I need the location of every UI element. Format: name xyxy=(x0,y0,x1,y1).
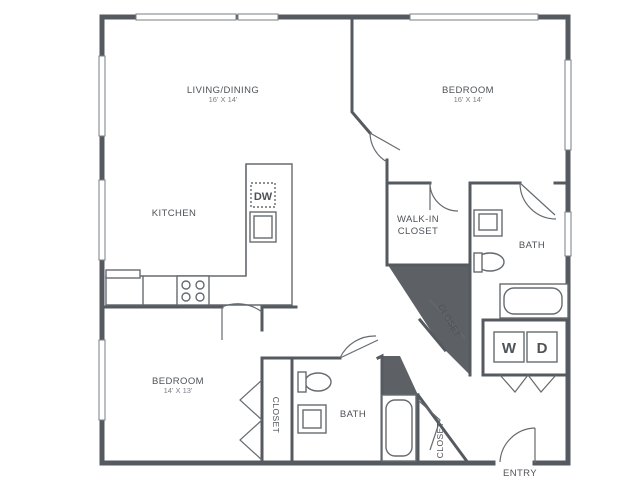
dishwasher-outline xyxy=(250,182,276,208)
window xyxy=(98,339,106,421)
dryer-box xyxy=(526,331,558,363)
window xyxy=(237,13,279,21)
burner-icon xyxy=(195,280,205,290)
bedroom-main-dimensions: 16' X 14' xyxy=(454,95,483,104)
burner-icon xyxy=(181,280,191,290)
door-bedroom-second xyxy=(221,303,263,340)
toilet-upper-tank xyxy=(473,252,483,273)
window xyxy=(135,13,237,21)
window xyxy=(564,59,572,151)
closet-bedroom-label: CLOSET xyxy=(271,397,281,433)
door-closet-entry xyxy=(417,399,441,451)
toilet-lower-tank xyxy=(297,371,307,393)
door-bath-lower xyxy=(339,335,379,359)
shaded-corridor-lower xyxy=(382,356,418,395)
walk-in-closet-label-line1: WALK-IN xyxy=(397,214,439,225)
dishwasher-label: DW xyxy=(254,191,273,203)
window xyxy=(564,211,572,257)
washer-box xyxy=(493,331,525,363)
door-walkin xyxy=(429,182,459,212)
toilet-lower xyxy=(304,372,332,392)
wall-bedroom-lower xyxy=(385,158,432,185)
bath-lower-label: BATH xyxy=(340,409,366,420)
bath-upper-label: BATH xyxy=(519,240,545,251)
wall-living-bedroom xyxy=(350,15,373,136)
bath-sink-lower-basin xyxy=(302,409,322,429)
dryer-label: D xyxy=(537,340,548,357)
bathtub-upper-inner xyxy=(503,287,563,315)
wall-entry-closet xyxy=(415,392,469,465)
window xyxy=(409,13,539,21)
closet-entry-label: CLOSET xyxy=(435,422,445,458)
living-dining-dimensions: 16' X 14' xyxy=(209,95,238,104)
wall-walkin-bottom xyxy=(385,181,472,267)
door-closet-bedroom xyxy=(239,379,263,461)
exterior-wall xyxy=(99,14,571,466)
bathtub-lower-inner xyxy=(385,399,413,457)
wall-laundry xyxy=(481,318,570,377)
burner-icon xyxy=(195,292,205,302)
window xyxy=(98,55,106,137)
bath-sink-upper-basin xyxy=(478,213,498,231)
door-bath-upper xyxy=(519,182,557,220)
door-closet-diagonal xyxy=(429,299,466,339)
bedroom-second-label: BEDROOM xyxy=(152,376,204,387)
kitchen-sink-basin xyxy=(253,215,273,239)
door-entry xyxy=(499,427,536,463)
burner-icon xyxy=(181,292,191,302)
fridge-space xyxy=(105,269,141,279)
washer-label: W xyxy=(502,340,517,357)
window xyxy=(98,179,106,261)
wall-diagonal-closet xyxy=(417,317,472,377)
kitchen-counter-inner xyxy=(142,164,247,305)
kitchen-label: KITCHEN xyxy=(152,208,197,219)
door-laundry xyxy=(499,374,557,393)
shaded-corridor-upper xyxy=(388,265,470,375)
door-bedroom-main xyxy=(369,132,401,163)
living-dining-label: LIVING/DINING xyxy=(187,85,259,96)
entry-label: ENTRY xyxy=(503,468,537,479)
bedroom-second-dimensions: 14' X 13' xyxy=(164,386,193,395)
stove xyxy=(176,275,210,306)
walk-in-closet-label-line2: CLOSET xyxy=(398,226,438,237)
bedroom-main-label: BEDROOM xyxy=(442,85,494,96)
